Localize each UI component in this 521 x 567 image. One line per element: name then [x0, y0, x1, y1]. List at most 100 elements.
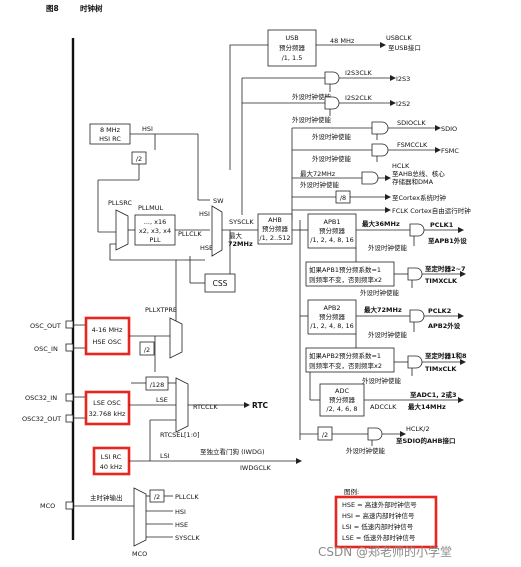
apb2-max: 最大72MHz [364, 305, 402, 314]
fclk-label: FCLK Cortex自由运行时钟 [392, 206, 471, 215]
i2s3clk: I2S3CLK [345, 69, 372, 77]
usb-arrow [380, 42, 386, 48]
lse-osc-highlight [84, 390, 131, 426]
iwdg-dest: 至独立看门狗 (IWDG) [200, 447, 265, 456]
lse-osc-box [85, 391, 130, 425]
sdio-ahb-dest: 至SDIO的AHB接口 [396, 436, 455, 445]
mco-pllclk: PLLCLK [175, 493, 199, 501]
ahb-line3: /1, 2..512 [259, 234, 290, 242]
iwdgclk-label: IWDGCLK [240, 464, 272, 472]
osc-out-label: OSC_OUT [30, 322, 61, 330]
apb2-dest: APB2外设 [428, 321, 461, 330]
pllsrc-label: PLLSRC [108, 199, 132, 207]
hse-line2: HSE OSC [93, 338, 122, 346]
pllxtpre-label: PLLXTPRE [145, 306, 177, 314]
sw-hsi: HSI [199, 210, 210, 218]
apb1-line1: APB1 [324, 218, 341, 226]
apb1-dest: 至APB1外设 [428, 236, 467, 245]
hsi-rc-line1: 8 MHz [100, 126, 121, 134]
adcclk: ADCCLK [370, 403, 397, 411]
cortex-dest: 至Cortex系统时钟 [392, 193, 446, 202]
hclk-gate [361, 171, 379, 185]
apb2-tim-note1: 如果APB2预分频系数=1 [309, 351, 381, 360]
apb1-timclk: TIMXCLK [425, 277, 458, 285]
apb1-enable: 外设时钟使能 [368, 243, 408, 252]
legend-title: 图例: [344, 487, 359, 496]
sw-mux [211, 205, 223, 257]
hsi-div2-label: /2 [136, 155, 142, 163]
sdio-ahb-enable: 外设时钟使能 [346, 446, 386, 455]
fsmc-dest: FSMC [441, 147, 459, 155]
usb-dest: 至USB接口 [388, 43, 421, 52]
apb1-prescaler-box [307, 213, 357, 249]
i2s2: I2S2 [396, 100, 410, 108]
watermark: CSDN @郑老师的小学堂 [318, 544, 452, 559]
lse-line1: LSE OSC [93, 399, 121, 407]
mco-pin [65, 501, 74, 510]
usb-freq: 48 MHz [330, 37, 355, 45]
mco-sysclk: SYSCLK [175, 534, 200, 542]
mco-mux [133, 487, 147, 547]
usb-line3: /1, 1.5 [282, 54, 303, 62]
mco-hse: HSE [175, 521, 188, 529]
osc32-in-label: OSC32_IN [25, 394, 57, 402]
pllsrc-mux [115, 209, 129, 251]
lsi-line1: LSI RC [101, 453, 122, 461]
i2s3-gate [324, 71, 340, 85]
apb2-enable: 外设时钟使能 [368, 330, 408, 339]
fsmcclk: FSMCCLK [397, 141, 428, 149]
osc-in-label: OSC_IN [34, 345, 58, 353]
i2s3-enable: 外设时钟使能 [292, 92, 332, 101]
timxclk1-gate [407, 267, 423, 281]
sw-label: SW [213, 197, 224, 205]
timxclk2-gate [407, 355, 423, 369]
hse-div2: /2 [144, 346, 150, 354]
mco-output-label: 主时钟输出 [90, 493, 123, 502]
hclk-dest1: 至AHB总线、核心 [392, 169, 445, 178]
apb1-max: 最大36MHz [362, 219, 400, 228]
apb2-timclk: TIMxCLK [425, 365, 457, 373]
hsi-label: HSI [142, 125, 153, 133]
apb2-line1: APB2 [324, 304, 341, 312]
sw-hse: HSE [200, 244, 213, 252]
hclk-max: 最大72MHz [300, 169, 336, 178]
apb1-line2: 预分频器 [319, 226, 346, 235]
mco-mux-label: MCO [132, 550, 147, 558]
apb1-line3: /1, 2, 4, 8, 16 [310, 236, 354, 244]
fsmc-enable: 外设时钟使能 [312, 154, 352, 163]
legend-lse: LSE = 低速外部时钟信号 [342, 533, 416, 542]
sysclk-freq: 72MHz [228, 240, 253, 248]
rtcsel-label: RTCSEL[1:0] [160, 431, 200, 439]
apb1-tim-note2: 则频率不变，否则频率x2 [309, 275, 382, 284]
pclk1-gate [409, 223, 425, 237]
legend-box [334, 495, 438, 549]
legend-hse: HSE = 高速外部时钟信号 [342, 500, 417, 509]
rtcclk-label: RTCCLK [193, 403, 218, 411]
apb2-prescaler-box [307, 299, 357, 335]
osc32-out-pin [65, 414, 74, 423]
sdio-dest: SDIO [441, 125, 457, 133]
lsi-line2: 40 kHz [100, 463, 123, 471]
osc-in-pin [65, 343, 74, 352]
sysclk-label: SYSCLK [229, 218, 254, 226]
pllmul-label: PLLMUL [138, 204, 164, 212]
rtcsel-mux [175, 377, 189, 433]
apb1-tim-enable: 外设时钟使能 [360, 288, 400, 297]
ahb-prescaler-box [257, 213, 293, 245]
fsmc-gate [371, 143, 389, 157]
hse-line1: 4-16 MHz [92, 326, 123, 334]
hclk-dest2: 存储器和DMA [392, 177, 434, 186]
apb2-line3: /1, 2, 4, 8, 16 [310, 322, 354, 330]
pclk1-label: PCLK1 [430, 221, 454, 229]
sysclk-max: 最大 [229, 231, 243, 240]
pclk2-gate [409, 309, 425, 323]
css-label: CSS [213, 279, 228, 288]
hclk2-label: HCLK/2 [406, 425, 430, 433]
usb-clk: USBCLK [386, 34, 412, 42]
mco-hsi: HSI [175, 508, 186, 516]
hse-div2-box [139, 341, 155, 356]
pllclk-label: PLLCLK [178, 230, 202, 238]
osc32-out-label: OSC32_OUT [22, 415, 61, 423]
